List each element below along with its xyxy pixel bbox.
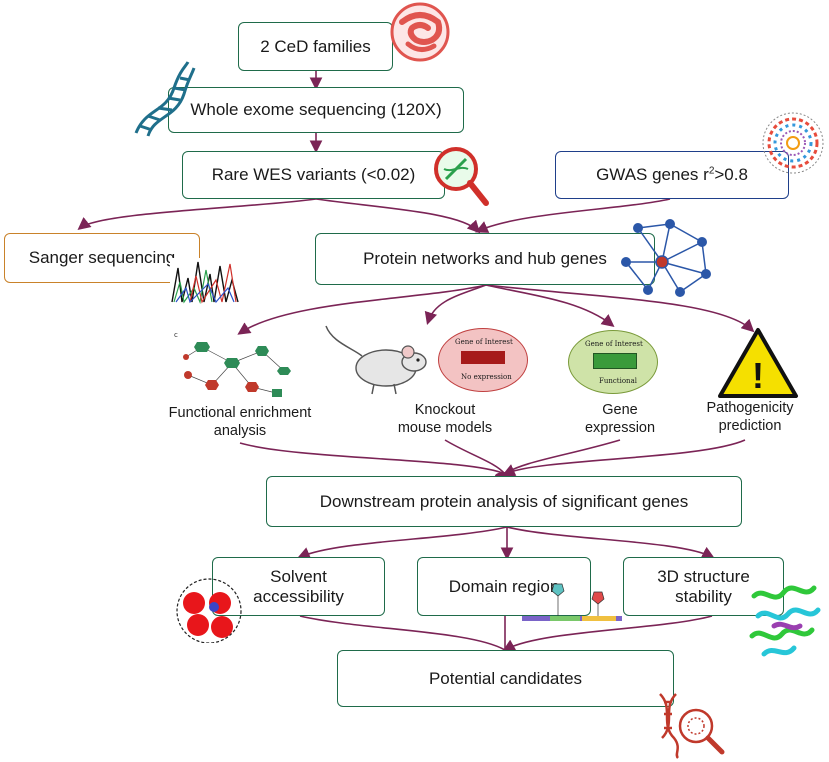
enrichment-network-icon: c: [174, 331, 291, 397]
knockout-gene-of-interest: Gene of Interest: [455, 338, 513, 346]
sanger-label: Sanger sequencing: [28, 248, 176, 268]
solvent-label-1: Solvent: [270, 566, 327, 586]
protein-networks-box: Protein networks and hub genes: [315, 233, 655, 285]
domain-bar-icon: [522, 583, 622, 621]
chromatogram-icon: [170, 258, 240, 304]
protein-structure-icon: [749, 585, 821, 657]
gene-expression-panel: Gene of Interest Functional: [568, 330, 658, 394]
network-tag: c: [174, 331, 178, 339]
wes-label: Whole exome sequencing (120X): [190, 100, 442, 120]
intestine-icon: [390, 2, 450, 62]
mouse-icon: [325, 325, 427, 395]
candidates-box: Potential candidates: [337, 650, 674, 707]
structure-label-2: stability: [675, 586, 732, 606]
solvent-label-2: accessibility: [253, 586, 344, 606]
expression-gene-of-interest: Gene of Interest: [585, 340, 643, 348]
network-hub-icon: [621, 219, 711, 297]
wes-box: Whole exome sequencing (120X): [168, 87, 464, 133]
warning-mark: !: [752, 355, 764, 396]
gwas-label: GWAS genes r2>0.8: [596, 165, 748, 185]
rare-variants-box: Rare WES variants (<0.02): [182, 151, 445, 199]
candidates-label: Potential candidates: [428, 668, 583, 688]
families-box: 2 CeD families: [238, 22, 393, 71]
gwas-box: GWAS genes r2>0.8: [555, 151, 789, 199]
rare-variants-label: Rare WES variants (<0.02): [211, 165, 416, 185]
circos-plot-icon: [762, 112, 824, 174]
downstream-box: Downstream protein analysis of significa…: [266, 476, 742, 527]
sanger-box: Sanger sequencing: [4, 233, 200, 283]
magnifier-dna-icon: [434, 147, 489, 206]
expression-gene-block: [593, 353, 637, 369]
dna-search-icon: [659, 693, 725, 759]
knockout-no-expression: No expression: [461, 373, 512, 381]
expression-functional: Functional: [599, 377, 637, 385]
families-label: 2 CeD families: [260, 36, 371, 56]
structure-label-1: 3D structure: [657, 566, 750, 586]
dna-helix-icon: [134, 61, 196, 137]
warning-icon: !: [718, 328, 798, 398]
solvent-spheres-icon: [176, 578, 242, 643]
domain-label: Domain region: [448, 576, 560, 596]
protein-networks-label: Protein networks and hub genes: [363, 249, 607, 269]
knockout-gene-block: [461, 351, 505, 364]
structure-box: 3D structure stability: [623, 557, 784, 616]
knockout-gene-panel: Gene of Interest No expression: [438, 328, 528, 392]
downstream-label: Downstream protein analysis of significa…: [319, 491, 689, 511]
